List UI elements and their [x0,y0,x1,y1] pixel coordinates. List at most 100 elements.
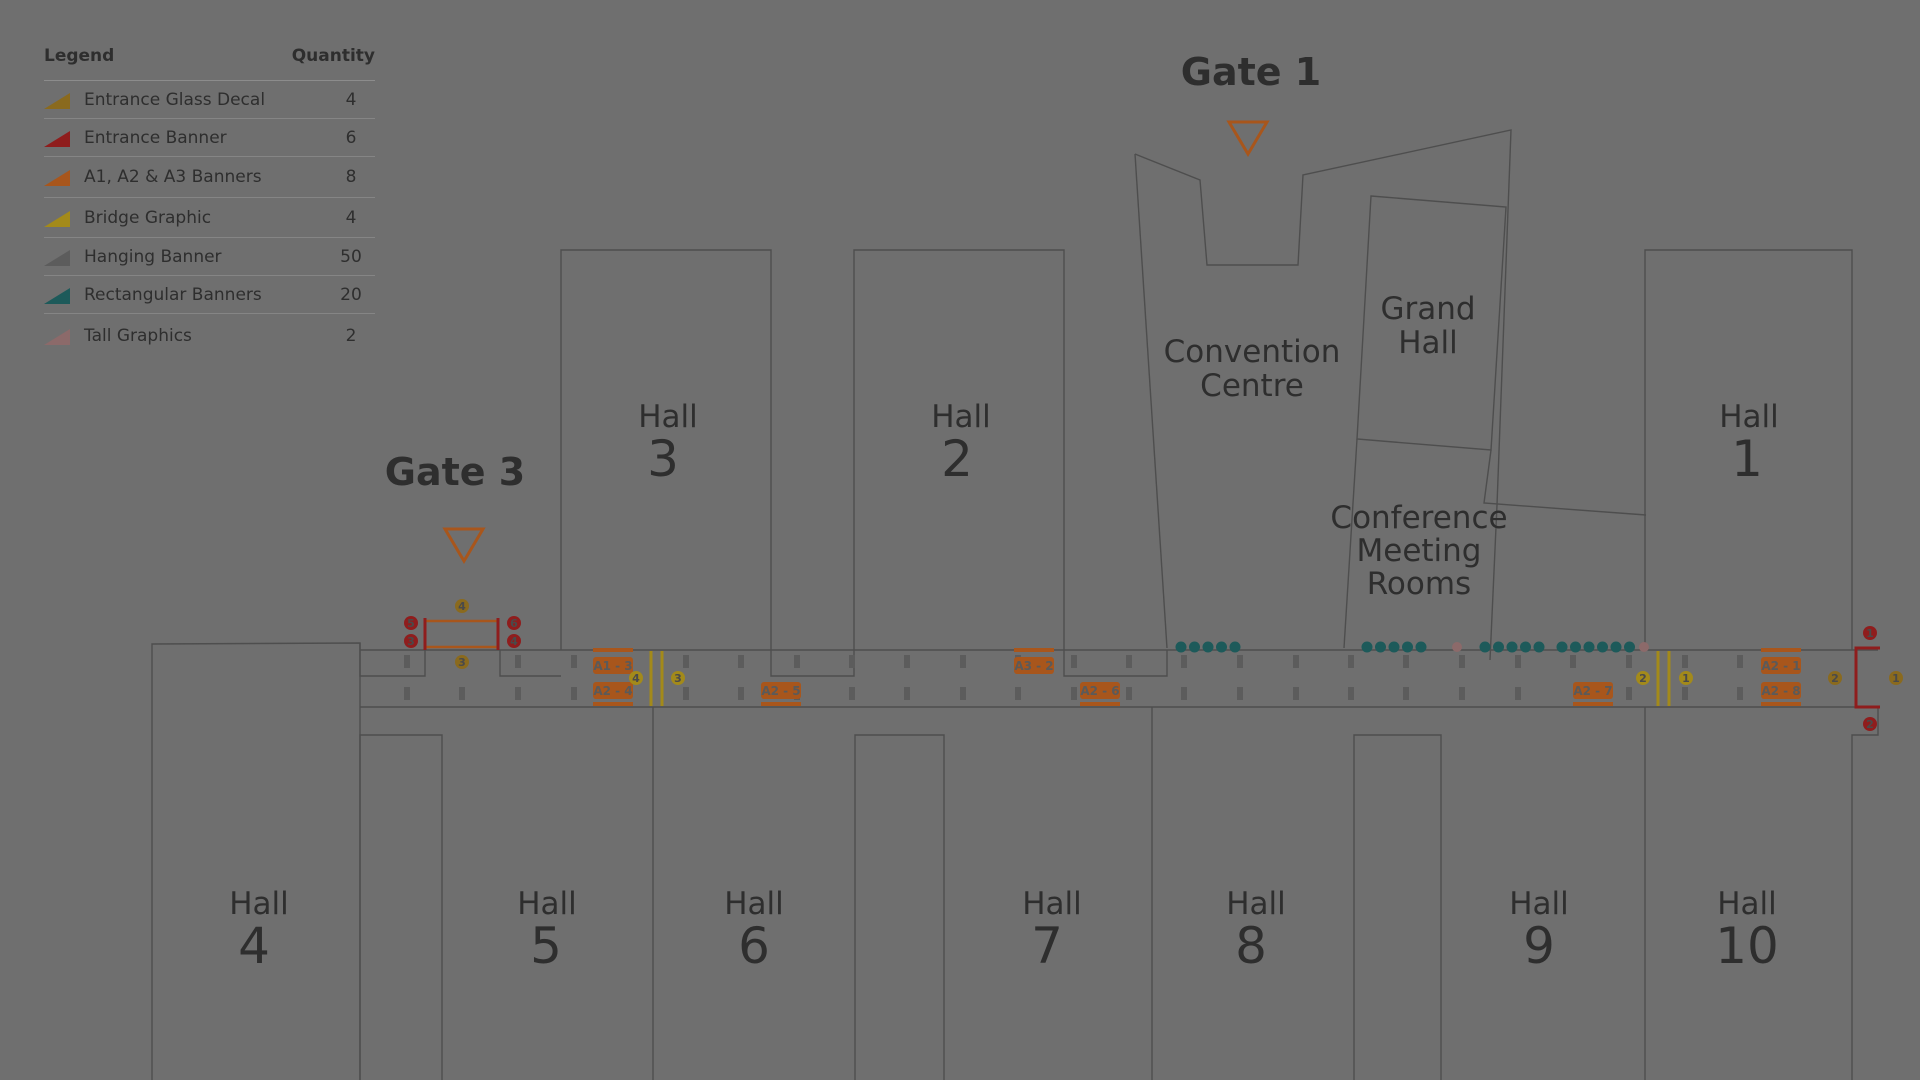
bridge-left-marker-b: 3 [674,672,682,685]
banner-tag-a2-4: A2 - 4 [593,682,633,706]
conference-right-wall [1483,449,1647,516]
hanging-banner-mark [1737,687,1743,700]
hanging-banner-mark [571,687,577,700]
gate-3-top-marker: 4 [458,600,466,613]
entry-right-top-marker: 1 [1866,627,1874,640]
hanging-banner-mark [1293,655,1299,668]
rectangular-banner-dot [1597,641,1608,653]
legend-item-label: Entrance Banner [84,127,227,148]
rectangular-banner-dot [1506,641,1518,653]
convention-centre-outline [1134,129,1512,661]
gate-3-glass-decal-box [423,619,500,649]
grand-hall-label-2: Hall [1398,325,1458,361]
hanging-banner-mark [515,655,521,668]
hanging-banner-mark [1237,687,1243,700]
tall-graphic-marker [1452,642,1462,652]
legend-item-label: Rectangular Banners [84,284,262,305]
banner-tag-a3-2: A3 - 2 [1014,648,1054,674]
convention-centre-left-wall [1134,153,1168,649]
gate-3-bottom-marker: 3 [458,656,466,669]
rectangular-banner-dot [1624,641,1635,653]
gate-3-label: Gate 3 [385,450,525,494]
legend-item-quantity: 50 [340,246,362,267]
hanging-banner-mark [1071,687,1077,700]
hanging-banner-mark [849,655,855,668]
hanging-banner-mark [571,655,577,668]
convention-centre-label-1: Convention [1164,334,1341,370]
rectangular-banner-dot [1202,641,1214,653]
hall-3-outline [560,249,772,650]
hanging-banner-mark [404,655,410,668]
hanging-banner-mark [904,687,910,700]
hall-10-right-outline [1851,707,1879,1080]
hanging-banner-mark [1126,687,1132,700]
hanging-banner-mark [1459,655,1465,668]
hall-8-9-court [1353,734,1442,1080]
rectangular-banner-dot [1361,641,1373,653]
banner-tag-a2-7: A2 - 7 [1573,682,1613,706]
hall-4-outline [151,642,361,1080]
grand-hall-label-1: Grand [1380,291,1475,327]
hall-7-number: 7 [1031,917,1063,975]
legend-item-quantity: 4 [345,89,357,110]
hall-2-word: Hall [931,399,991,435]
decal-right-marker-a: 2 [1831,672,1839,685]
hall-5-number: 5 [530,917,562,975]
hanging-banner-mark [1737,655,1743,668]
swatch-icon [44,210,70,227]
rectangular-banner-dot [1479,641,1491,653]
hanging-banner-mark [1682,687,1688,700]
bridge-right-marker-a: 2 [1639,672,1647,685]
numbered-markers: 4 3 5 3 6 4 4 3 2 1 1 2 2 1 [404,599,1903,731]
gate-3-left-bottom-marker: 3 [407,635,415,648]
rectangular-banner-dot [1583,641,1595,653]
hanging-banner-mark [404,687,410,700]
rectangular-banner-dot [1556,641,1568,653]
gate-3-right-bottom-marker: 4 [510,635,518,648]
hanging-banner-mark [1126,655,1132,668]
hanging-banner-mark [1181,655,1187,668]
legend-item-label: A1, A2 & A3 Banners [84,167,262,187]
rectangular-banner-dot [1570,641,1581,653]
hanging-banner-mark [960,687,966,700]
hanging-banner-mark [1515,687,1521,700]
hanging-banner-mark [515,687,521,700]
hanging-banner-mark [1348,687,1354,700]
rectangular-banner-dot [1388,641,1400,653]
rectangular-banner-dot [1493,641,1504,653]
hall-10-word: Hall [1717,886,1777,922]
legend-panel: Legend Quantity Entrance Glass Decal 4 E… [44,46,375,358]
hall-9-word: Hall [1509,886,1569,922]
conference-label-3: Rooms [1367,566,1471,602]
legend-header-quantity: Quantity [291,46,375,66]
rectangular-banner-dot [1375,641,1386,653]
gate-1-label: Gate 1 [1181,50,1321,94]
hall-1-number: 1 [1731,430,1763,488]
hanging-banner-mark [1293,687,1299,700]
legend-item-label: Hanging Banner [84,246,222,267]
hall-8-word: Hall [1226,886,1286,922]
gate-3-notch [359,643,426,677]
entry-right-bottom-marker: 2 [1866,718,1874,731]
rectangular-banner-dot [1402,641,1413,653]
hall-1-outline [1644,249,1853,650]
hall-6-number: 6 [738,917,770,975]
hanging-banner-mark [1403,655,1409,668]
hanging-banner-mark [1181,687,1187,700]
rectangular-banner-dot [1415,641,1427,653]
swatch-icon [44,130,70,147]
hall-2-right-notch [1063,650,1168,677]
hanging-banner-mark [1626,655,1632,668]
swatch-icon [44,329,70,345]
bridge-right-marker-b: 1 [1682,672,1690,685]
swatch-icon [44,92,70,109]
hanging-banner-mark [459,687,465,700]
hanging-banner-mark [849,687,855,700]
right-entrance-bracket [1854,646,1880,709]
banner-tag-a2-5: A2 - 5 [761,682,801,706]
hall-3-word: Hall [638,399,698,435]
hall-10-number: 10 [1715,917,1779,975]
rectangular-banner-dot [1520,641,1531,653]
hanging-banner-marks [404,655,1743,700]
